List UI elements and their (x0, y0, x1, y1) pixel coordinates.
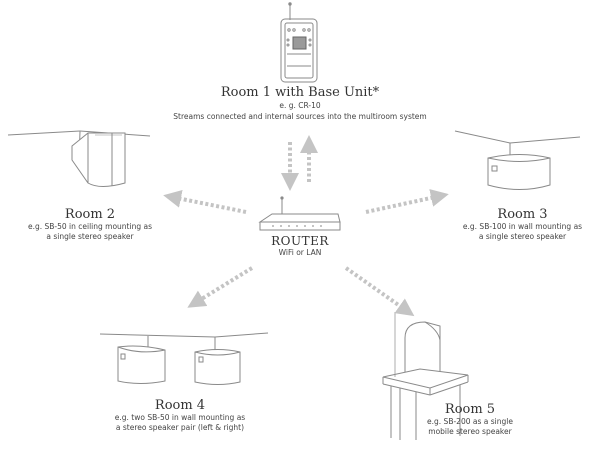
room5-description-line1: e.g. SB-200 as a single (427, 417, 513, 426)
room4-description-line2: a stereo speaker pair (left & right) (115, 423, 245, 432)
room1-example: e. g. CR-10 (279, 101, 321, 110)
radio-base-unit-icon (280, 2, 318, 83)
wall-speaker-icon (454, 130, 581, 190)
room4-description-line1: e.g. two SB-50 in wall mounting as (114, 413, 246, 422)
arrow-to-room3 (365, 189, 449, 214)
room4-title: Room 4 (154, 398, 206, 413)
arrow-to-room2 (163, 189, 247, 214)
room3-description-line1: e.g. SB-100 in wall mounting as (462, 222, 583, 231)
connection-arrows (163, 135, 449, 317)
room3-description-line2: a single stereo speaker (478, 232, 567, 241)
room5-description-line2: mobile stereo speaker (428, 427, 512, 436)
room2-title: Room 2 (64, 207, 116, 222)
room2-description-line2: a single stereo speaker (46, 232, 134, 241)
room2-description-line1: e.g. SB-50 in ceiling mounting as (27, 222, 152, 231)
arrow-to-room4 (187, 266, 254, 308)
room5-title: Room 5 (444, 402, 496, 417)
router-subtitle: WiFi or LAN (278, 248, 322, 257)
ceiling-speaker-icon (7, 130, 151, 187)
arrow-to-room5 (344, 266, 415, 317)
room3-title: Room 3 (497, 207, 548, 222)
speaker-pair-icon (99, 332, 269, 385)
room1-title: Room 1 with Base Unit* (220, 85, 380, 100)
room1-description: Streams connected and internal sources i… (173, 112, 427, 121)
router-title: ROUTER (271, 234, 329, 248)
mobile-speaker-icon (382, 312, 469, 440)
router-icon (258, 196, 341, 231)
